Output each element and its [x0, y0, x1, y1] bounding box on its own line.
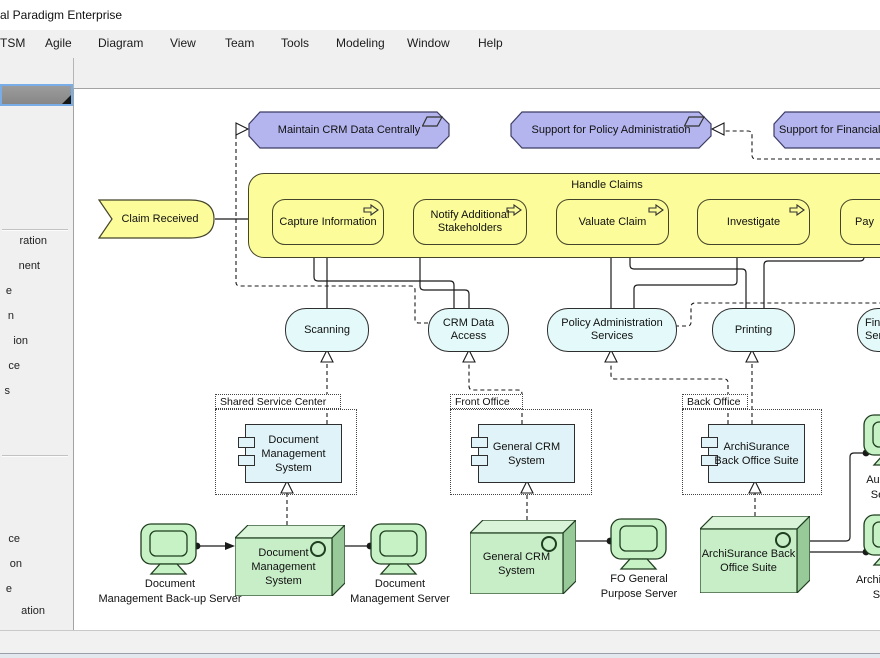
connector-layer [193, 122, 880, 556]
title-bar: al Paradigm Enterprise [0, 0, 880, 30]
component-general-crm-system[interactable]: General CRM System [471, 424, 575, 483]
component-document-management-system[interactable]: Document Management System [238, 424, 342, 483]
device-label: Document Management Back-up Server [98, 578, 242, 605]
component-port-icon [471, 437, 488, 448]
requirement-support-financial[interactable]: Support for Financial [773, 111, 880, 149]
group-label-front-office[interactable]: Front Office [450, 394, 523, 409]
palette-divider [2, 455, 68, 457]
device-archisurance-server[interactable] [863, 514, 880, 571]
menu-bar: TSM Agile Diagram View Team Tools Modeli… [0, 30, 880, 59]
process-pay[interactable]: Pay [840, 199, 880, 245]
group-shared-service-center[interactable] [215, 409, 357, 495]
node-archisurance-back-office-suite[interactable]: ArchiSurance Back Office Suite [698, 514, 812, 598]
menu-view[interactable]: View [170, 36, 196, 50]
process-icon [648, 204, 664, 216]
requirement-support-policy-admin[interactable]: Support for Policy Administration [510, 111, 712, 149]
device-label: ArchiSurance Server [855, 574, 880, 601]
group-front-office[interactable] [450, 409, 592, 495]
palette-item[interactable]: e [5, 285, 12, 297]
group-label-back-office[interactable]: Back Office [682, 394, 748, 409]
status-bar [0, 630, 880, 654]
palette-item[interactable]: e [5, 583, 12, 595]
palette-header-button[interactable] [0, 84, 73, 106]
palette-item[interactable]: ation [21, 605, 45, 617]
service-printing[interactable]: Printing [712, 308, 795, 352]
process-icon [789, 204, 805, 216]
process-investigate[interactable]: Investigate [697, 199, 810, 245]
device-fo-general-purpose-server[interactable] [610, 518, 668, 575]
device-label: FO General Purpose Server [600, 573, 678, 600]
device-doc-mgmt-server[interactable] [370, 523, 428, 580]
menu-itsm[interactable]: TSM [0, 36, 26, 50]
device-label: Auxiliary Server [866, 474, 880, 501]
device-auxiliary-server[interactable] [863, 414, 880, 471]
requirement-icon [422, 116, 443, 127]
component-port-icon [701, 437, 718, 448]
group-back-office[interactable] [682, 409, 822, 495]
group-label-shared-service-center[interactable]: Shared Service Center [215, 394, 341, 409]
requirement-maintain-crm[interactable]: Maintain CRM Data Centrally [248, 111, 450, 149]
service-scanning[interactable]: Scanning [285, 308, 369, 352]
window-bottom-edge [0, 653, 880, 658]
palette-item[interactable]: s [4, 385, 11, 397]
menu-window[interactable]: Window [407, 36, 450, 50]
component-archisurance-back-office-suite[interactable]: ArchiSurance Back Office Suite [701, 424, 805, 483]
service-policy-administration[interactable]: Policy Administration Services [547, 308, 677, 352]
window-title: al Paradigm Enterprise [0, 8, 123, 22]
palette-item[interactable]: ration [19, 235, 47, 247]
component-port-icon [471, 455, 488, 466]
node-icon [775, 532, 791, 548]
process-icon [363, 204, 379, 216]
node-icon [541, 536, 557, 552]
menu-diagram[interactable]: Diagram [98, 36, 144, 50]
diagram-canvas[interactable]: Maintain CRM Data Centrally Support for … [73, 88, 880, 631]
menu-tools[interactable]: Tools [281, 36, 310, 50]
palette-item[interactable]: on [9, 558, 22, 570]
component-port-icon [238, 455, 255, 466]
component-port-icon [701, 455, 718, 466]
node-icon [310, 541, 326, 557]
palette-item[interactable]: n [7, 310, 14, 322]
palette-dropdown-icon [62, 95, 71, 104]
process-icon [506, 204, 522, 216]
menu-help[interactable]: Help [478, 36, 503, 50]
node-general-crm-system[interactable]: General CRM System [468, 518, 578, 599]
component-port-icon [238, 437, 255, 448]
requirement-icon [684, 116, 705, 127]
palette-item[interactable]: nent [18, 260, 40, 272]
event-claim-received[interactable]: Claim Received [97, 199, 215, 239]
palette-item[interactable]: ion [13, 335, 28, 347]
workspace: ration nent e n ion ce s ce on e ation [0, 58, 880, 631]
process-valuate-claim[interactable]: Valuate Claim [556, 199, 669, 245]
palette-item[interactable]: ce [8, 360, 20, 372]
menu-team[interactable]: Team [225, 36, 255, 50]
process-notify-stakeholders[interactable]: Notify Additional Stakeholders [413, 199, 527, 245]
menu-agile[interactable]: Agile [45, 36, 72, 50]
palette-divider [2, 229, 68, 231]
palette-item[interactable]: ce [8, 533, 20, 545]
service-crm-data-access[interactable]: CRM Data Access [428, 308, 509, 352]
process-capture-information[interactable]: Capture Information [272, 199, 384, 245]
menu-modeling[interactable]: Modeling [336, 36, 385, 50]
device-label: Document Management Server [350, 578, 450, 605]
device-doc-mgmt-backup-server[interactable] [140, 523, 198, 580]
diagram-palette: ration nent e n ion ce s ce on e ation [0, 58, 74, 630]
